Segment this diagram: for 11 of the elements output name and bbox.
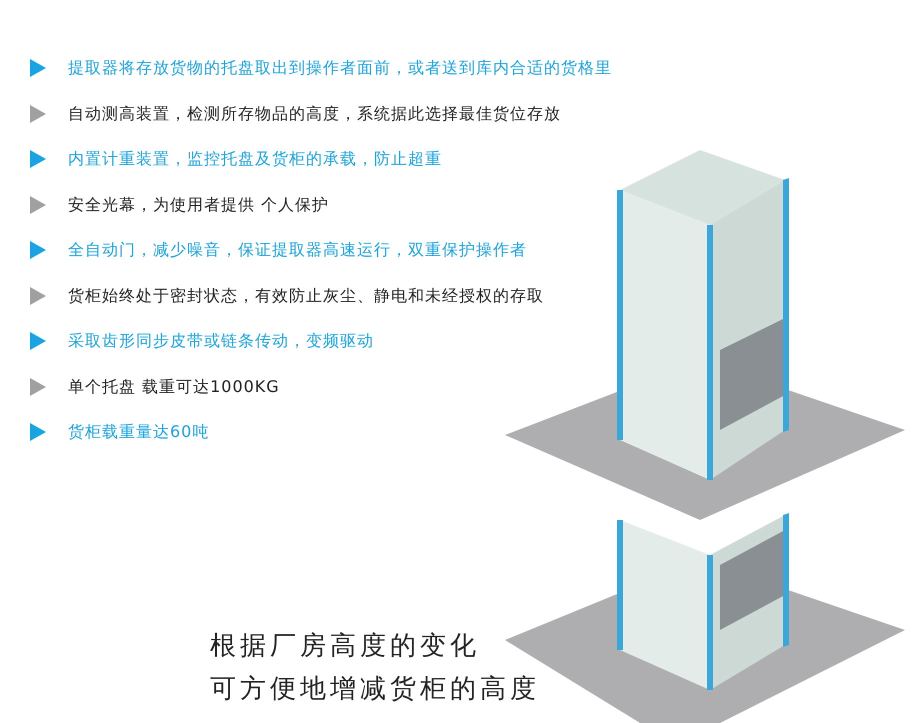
- caption-text: 根据厂房高度的变化: [210, 630, 480, 663]
- feature-text: 内置计重装置，监控托盘及货柜的承载，防止超重: [68, 149, 442, 170]
- feature-text: 单个托盘 载重可达1000KG: [68, 376, 280, 398]
- caption-text: 可方便地增减货柜的高度: [210, 673, 540, 706]
- feature-text: 自动测高装置，检测所存物品的高度，系统据此选择最佳货位存放: [68, 104, 561, 124]
- feature-text: 提取器将存放货物的托盘取出到操作者面前，或者送到库内合适的货格里: [68, 58, 612, 79]
- feature-text: 采取齿形同步皮带或链条传动，变频驱动: [68, 331, 374, 352]
- feature-text: 全自动门，减少噪音，保证提取器高速运行，双重保护操作者: [68, 240, 527, 261]
- feature-text: 货柜始终处于密封状态，有效防止灰尘、静电和未经授权的存取: [68, 286, 544, 306]
- feature-text: 货柜载重量达60吨: [68, 422, 210, 443]
- feature-text: 安全光幕，为使用者提供 个人保护: [68, 194, 330, 216]
